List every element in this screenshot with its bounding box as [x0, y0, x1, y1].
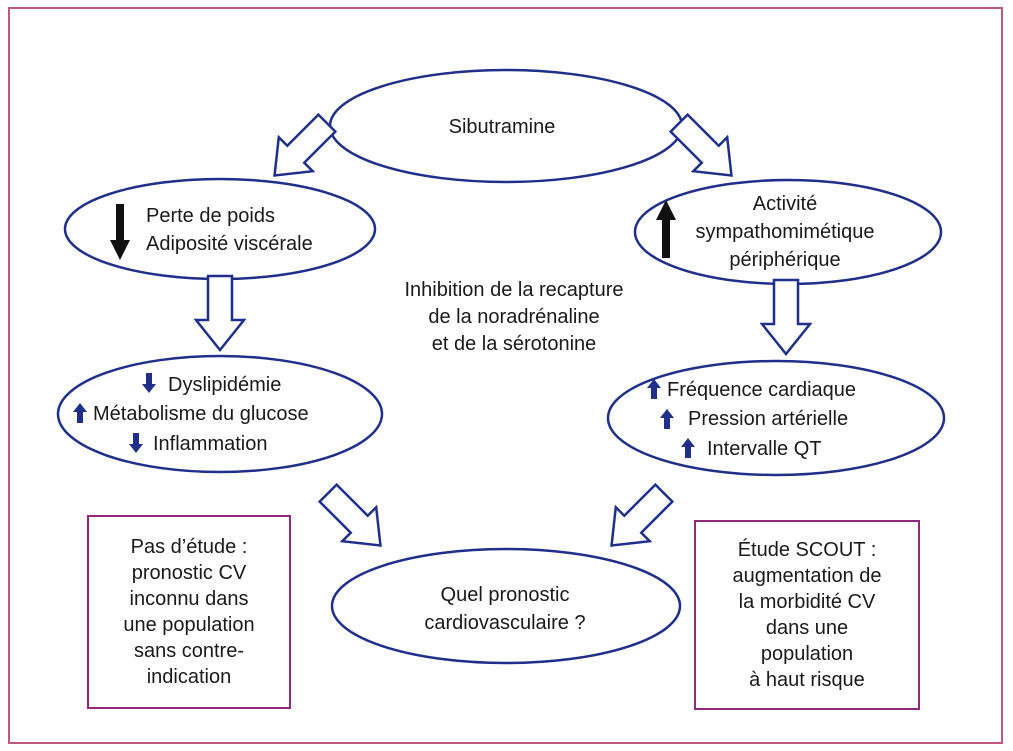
sibutramine-label: Sibutramine	[449, 116, 556, 138]
right-note-line: population	[760, 643, 854, 665]
cardiac-item-blood-pressure: Pression artérielle	[688, 408, 848, 430]
left-note-line: pronostic CV	[131, 562, 247, 584]
up-arrow-black-icon	[656, 200, 676, 258]
weight-loss-line-1: Perte de poids	[146, 205, 275, 227]
center-text-line-3: et de la sérotonine	[432, 333, 597, 355]
center-text-line-1: Inhibition de la recapture	[404, 279, 623, 301]
weight-loss-line-2: Adiposité viscérale	[146, 233, 313, 255]
right-note-line: à haut risque	[749, 669, 865, 691]
prognosis-line-2: cardiovasculaire ?	[424, 612, 585, 634]
metabolic-item-glucose: Métabolisme du glucose	[93, 403, 309, 425]
right-note-line: dans une	[765, 617, 849, 639]
left-note-box: Pas d’étude : pronostic CV inconnu dans …	[87, 515, 291, 709]
left-note-line: inconnu dans	[129, 588, 249, 610]
sympathetic-line-3: périphérique	[729, 249, 840, 271]
prognosis-line-1: Quel pronostic	[441, 584, 570, 606]
right-note-line: Étude SCOUT :	[737, 539, 877, 561]
sympathetic-line-2: sympathomimétique	[696, 221, 875, 243]
cardiac-item-heart-rate: Fréquence cardiaque	[667, 379, 856, 401]
left-note-line: sans contre-	[133, 640, 245, 662]
prognosis-node	[330, 547, 682, 665]
center-text-line-2: de la noradrénaline	[428, 306, 599, 328]
arrow-cardiac-to-prognosis	[593, 474, 683, 564]
arrow-metabolic-to-prognosis	[309, 474, 399, 564]
weight-loss-node	[63, 177, 377, 281]
left-note-line: indication	[146, 666, 232, 688]
left-note-line: une population	[123, 614, 255, 636]
cardiac-item-qt-interval: Intervalle QT	[707, 438, 821, 460]
right-note-box: Étude SCOUT : augmentation de la morbidi…	[694, 520, 920, 710]
figure-frame	[8, 7, 1003, 744]
right-note-line: augmentation de	[732, 565, 882, 587]
arrow-weight-loss-to-metabolic	[194, 274, 246, 352]
down-arrow-black-icon	[110, 204, 130, 260]
sympathetic-line-1: Activité	[753, 193, 817, 215]
metabolic-item-inflammation: Inflammation	[153, 433, 268, 455]
left-note-line: Pas d’étude :	[130, 536, 248, 558]
right-note-line: la morbidité CV	[738, 591, 876, 613]
arrow-sympathetic-to-cardiac	[760, 278, 812, 356]
metabolic-item-dyslipidemia: Dyslipidémie	[168, 374, 281, 396]
